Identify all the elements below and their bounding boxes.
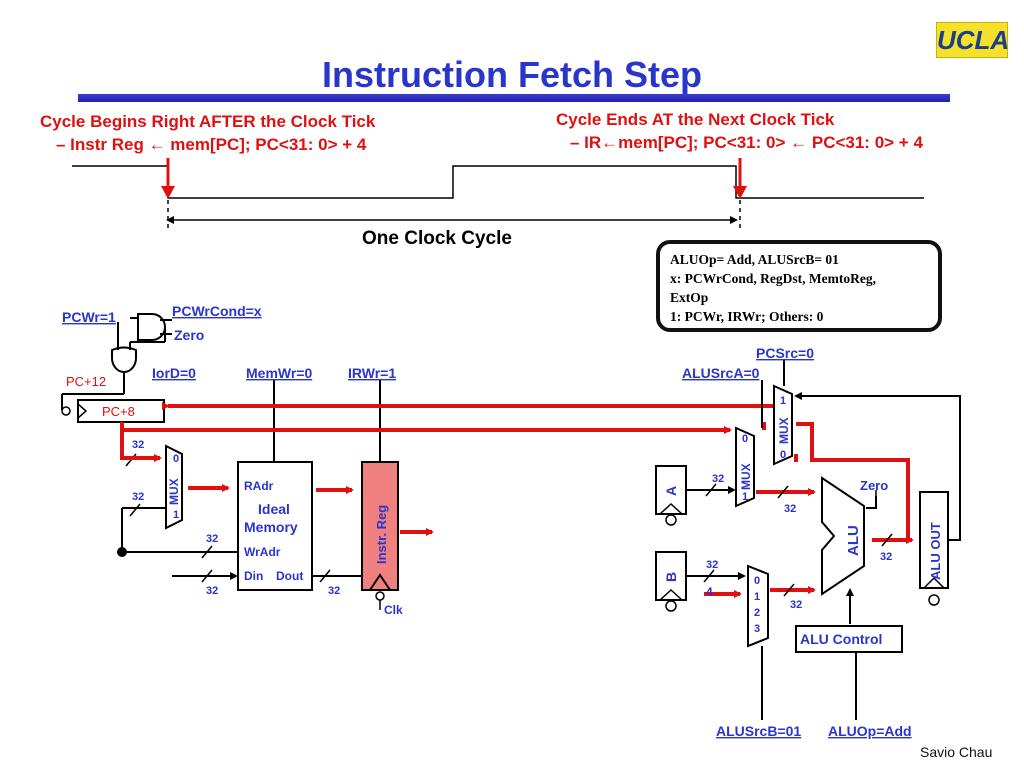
control-settings-box: ALUOp= Add, ALUSrcB= 01 x: PCWrCond, Reg… (656, 240, 942, 332)
memwr-signal: MemWr=0 (246, 365, 312, 381)
iord-mux-label: MUX (167, 478, 181, 505)
alusrca-signal: ALUSrcA=0 (682, 365, 760, 381)
ir-label: Instr. Reg (374, 505, 389, 564)
mem-wradr-label: WrAdr (244, 545, 281, 559)
alusrcb-mux-in2: 2 (754, 607, 760, 619)
instruction-register-block (361, 380, 399, 610)
pcsrc-mux-in1: 1 (780, 395, 786, 407)
clock-waveform (72, 165, 924, 199)
alu-label: ALU (845, 525, 862, 556)
cycle-begins-detail: – Instr Reg ← mem[PC]; PC<31: 0> + 4 (56, 135, 367, 154)
mem-dout-label: Dout (276, 569, 303, 583)
zero-output-label: Zero (860, 478, 888, 493)
pcsrc-mux-in0: 0 (780, 449, 786, 461)
reg-b-label: B (663, 572, 679, 582)
alusrcb-signal: ALUSrcB=01 (716, 723, 801, 739)
title-underline (78, 94, 950, 102)
mem-title-memory: Memory (244, 519, 298, 535)
page-title: Instruction Fetch Step (321, 54, 703, 95)
aluop-signal: ALUOp=Add (828, 723, 912, 739)
clock-edge-arrows (161, 158, 747, 199)
junction-dot (117, 547, 127, 557)
iord-mux (165, 444, 183, 530)
cycle-begins-heading: Cycle Begins Right AFTER the Clock Tick (40, 112, 376, 131)
alusrcb-mux (747, 564, 769, 720)
mem-title-ideal: Ideal (258, 501, 290, 517)
mem-radr-label: RAdr (244, 479, 274, 493)
bus-width-label: 32 (784, 503, 796, 515)
one-clock-cycle-label: One Clock Cycle (362, 228, 512, 249)
ideal-memory-block (237, 380, 313, 591)
pcwrcond-signal: PCWrCond=x (172, 303, 262, 319)
pc-plus8-label: PC+8 (102, 404, 135, 419)
irwr-signal: IRWr=1 (348, 365, 396, 381)
register-a-block (655, 465, 736, 526)
pcsrc-mux (773, 360, 793, 466)
control-line: 1: PCWr, IRWr; Others: 0 (670, 309, 824, 324)
bus-width-label: 32 (880, 551, 892, 563)
bus-width-label: 32 (712, 473, 724, 485)
alusrcb-mux-in3: 3 (754, 623, 760, 635)
alusrca-mux-label: MUX (739, 463, 753, 490)
alusrca-mux (735, 380, 763, 508)
cycle-dimension (166, 200, 741, 232)
control-line: ExtOp (670, 290, 709, 305)
alu-out-label: ALU OUT (928, 522, 943, 580)
bus-width-label: 32 (132, 491, 144, 503)
pcsrc-mux-label: MUX (777, 417, 791, 444)
ucla-logo: UCLA (936, 22, 1009, 58)
register-b-block (655, 551, 746, 612)
memory-input-wires (121, 507, 362, 580)
bus-width-label: 32 (206, 533, 218, 545)
author-footer: Savio Chau (920, 744, 993, 760)
iord-mux-in0: 0 (173, 453, 179, 465)
control-line: ALUOp= Add, ALUSrcB= 01 (670, 252, 839, 267)
pc-datapath-red (120, 402, 776, 536)
pc-plus12-label: PC+12 (66, 374, 106, 389)
alu-datapath-red (704, 422, 914, 598)
alu-control-label: ALU Control (800, 631, 882, 647)
zero-input-label: Zero (174, 327, 204, 343)
pc-register (61, 399, 165, 423)
bus-width-label: 32 (206, 585, 218, 597)
iord-mux-in1: 1 (173, 509, 179, 521)
constant-four-label: 4 (706, 585, 713, 599)
cycle-ends-detail: – IR←mem[PC]; PC<31: 0> ← PC<31: 0> + 4 (570, 133, 923, 152)
alusrca-mux-in1: 1 (742, 491, 748, 503)
mem-din-label: Din (244, 569, 263, 583)
bus-width-marks-right (703, 483, 893, 597)
alu-control-block (795, 625, 903, 653)
bus-width-label: 32 (328, 585, 340, 597)
bus-width-label: 32 (132, 439, 144, 451)
cycle-ends-heading: Cycle Ends AT the Next Clock Tick (556, 110, 835, 129)
control-line: x: PCWrCond, RegDst, MemtoReg, (670, 271, 876, 286)
bus-width-labels: 32 32 32 32 32 32 32 32 32 32 (132, 439, 892, 611)
clk-label: Clk (384, 603, 403, 617)
alusrcb-mux-in1: 1 (754, 591, 760, 603)
alu-block (821, 476, 877, 720)
alu-out-register (794, 392, 961, 606)
bus-width-label: 32 (790, 599, 802, 611)
pcsrc-signal: PCSrc=0 (756, 345, 814, 361)
alusrca-mux-in0: 0 (742, 433, 748, 445)
iord-signal: IorD=0 (152, 365, 196, 381)
alusrcb-mux-in0: 0 (754, 575, 760, 587)
pcwr-signal: PCWr=1 (62, 309, 116, 325)
reg-a-label: A (663, 486, 679, 496)
pc-write-logic (61, 313, 172, 410)
bus-width-label: 32 (706, 559, 718, 571)
